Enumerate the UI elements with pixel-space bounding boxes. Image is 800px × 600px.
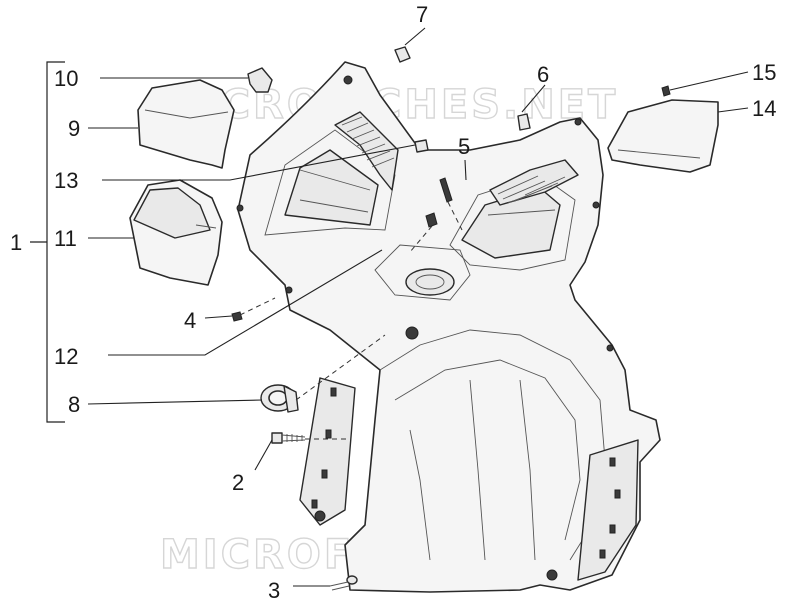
- part-4-screw: [231, 311, 243, 322]
- leader-lines: [87, 27, 749, 587]
- callout-9: 9: [68, 116, 80, 141]
- part-10-clip: [247, 67, 273, 93]
- callout-15: 15: [752, 60, 776, 85]
- callout-7: 7: [416, 2, 428, 27]
- part-6-clip: [517, 113, 531, 131]
- part-11-glovebox-bin: [129, 179, 223, 286]
- callout-1: 1: [10, 230, 22, 255]
- part-15-screw: [661, 85, 671, 97]
- part-2-bolt: [271, 432, 306, 444]
- part-9-lid: [137, 79, 235, 169]
- part-12-screw: [425, 212, 438, 228]
- callout-4: 4: [184, 308, 196, 333]
- callout-13: 13: [54, 168, 78, 193]
- callout-10: 10: [54, 66, 78, 91]
- callout-6: 6: [537, 62, 549, 87]
- callout-14: 14: [752, 96, 776, 121]
- part-5-screw: [439, 177, 453, 203]
- part-14-cover: [607, 99, 719, 173]
- part-13-clip: [414, 139, 429, 153]
- part-7-nut: [394, 46, 411, 63]
- callout-12: 12: [54, 344, 78, 369]
- callout-3: 3: [268, 578, 280, 600]
- part-3-screw: [329, 575, 358, 591]
- callout-8: 8: [68, 392, 80, 417]
- part-8-grommet: [260, 384, 299, 413]
- callout-2: 2: [232, 470, 244, 495]
- legshield-main-panel: [236, 61, 661, 593]
- callout-11: 11: [54, 226, 77, 251]
- callout-5: 5: [458, 134, 470, 159]
